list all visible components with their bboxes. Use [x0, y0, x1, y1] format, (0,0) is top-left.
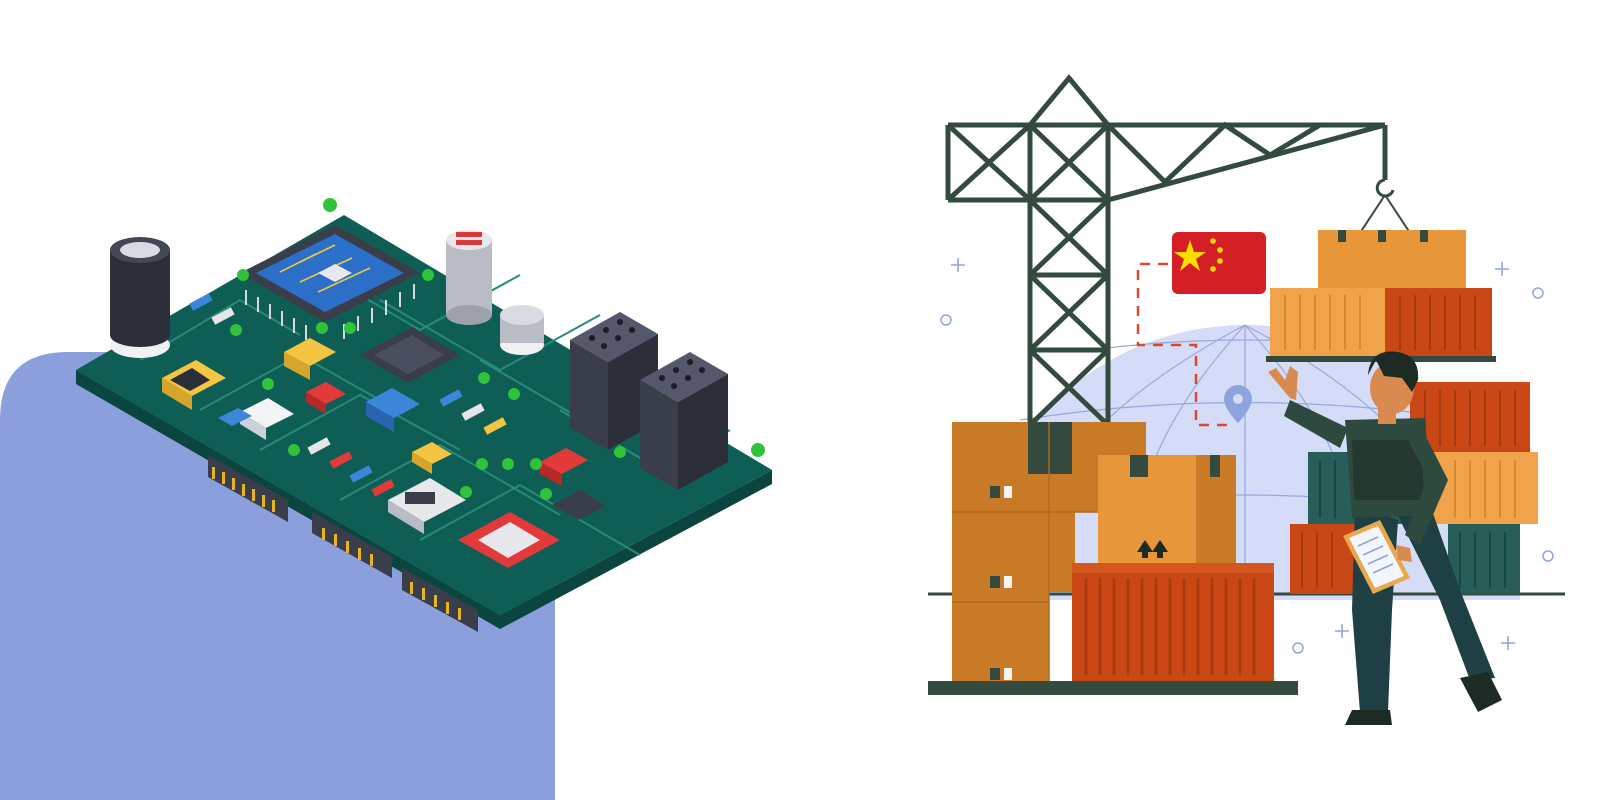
edge-connectors	[208, 455, 478, 632]
logistics-illustration	[928, 74, 1565, 725]
location-pin-icon	[1224, 385, 1252, 423]
capacitor-large	[110, 237, 170, 358]
decorative-sparkles	[940, 258, 1554, 654]
shipping-container-red	[1072, 563, 1274, 681]
board-edge	[76, 370, 772, 629]
resistor-array	[189, 293, 507, 497]
dashed-route	[1136, 262, 1232, 427]
hanging-cargo	[1266, 230, 1496, 362]
pallet-base	[928, 681, 1298, 695]
this-side-up-icon	[1137, 540, 1168, 558]
tower-crane	[945, 74, 1388, 427]
pin-header-left	[570, 312, 658, 450]
green-test-points	[230, 198, 765, 500]
microchip	[240, 225, 420, 340]
board-components	[162, 327, 606, 568]
china-flag-icon	[1172, 232, 1266, 294]
cardboard-box-stack	[952, 422, 1146, 682]
capacitor-silver	[446, 230, 492, 325]
front-cardboard-box	[1098, 455, 1236, 563]
pin-header-right	[640, 352, 728, 490]
clipboard-icon	[1343, 520, 1412, 594]
circuit-board-illustration	[0, 198, 772, 800]
circuit-board	[76, 215, 772, 615]
container-stack-right	[1290, 382, 1538, 594]
crane-hook	[1375, 178, 1395, 198]
trimmer-potentiometer	[500, 305, 544, 355]
